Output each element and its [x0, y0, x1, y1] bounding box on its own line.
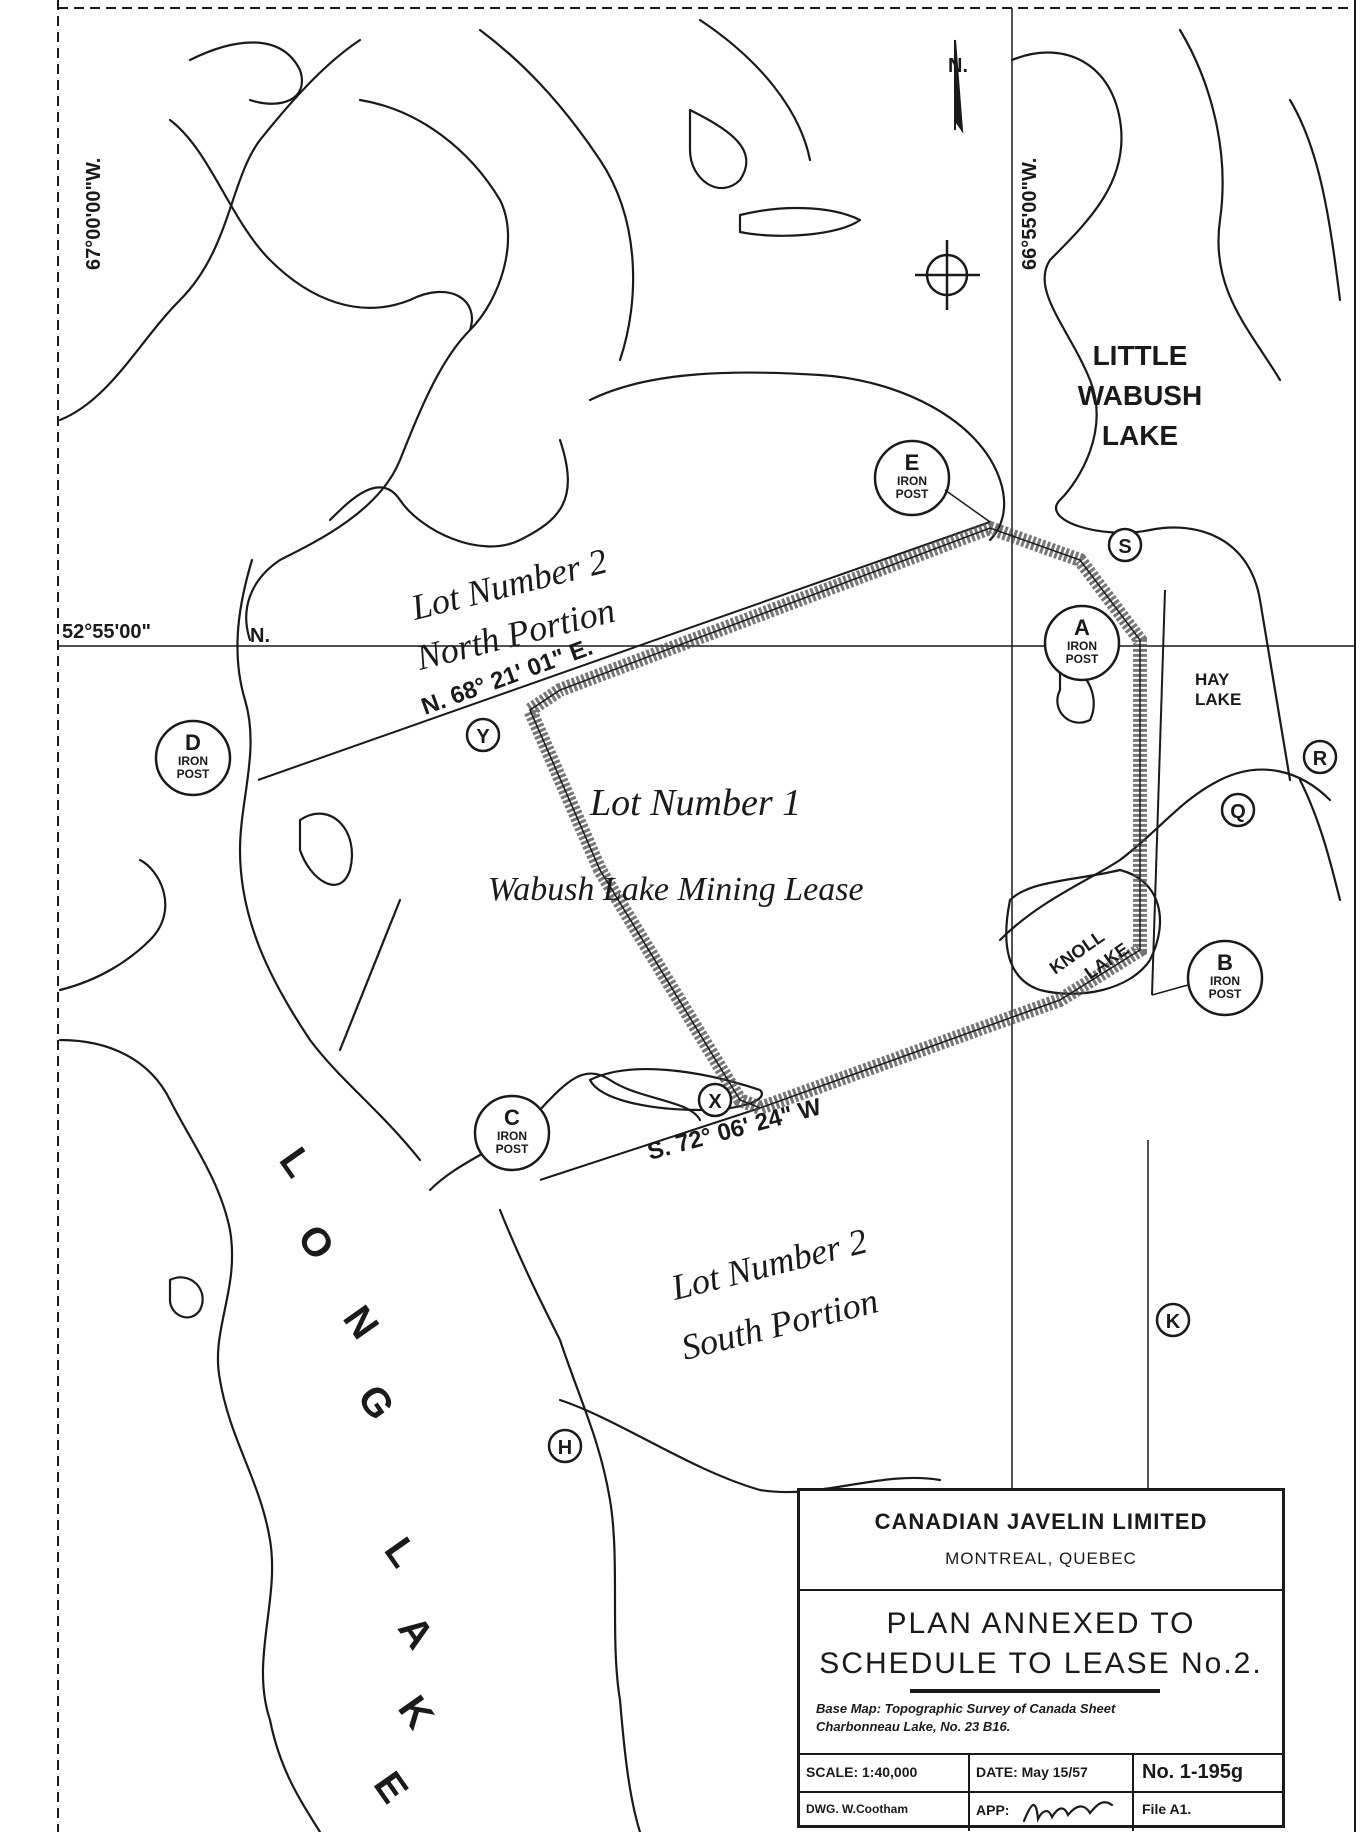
svg-text:WABUSH: WABUSH [1078, 380, 1202, 411]
svg-text:E: E [905, 450, 920, 475]
title-divider [800, 1589, 1282, 1591]
iron-post-B: B IRON POST [1151, 939, 1264, 1017]
svg-text:IRON: IRON [178, 754, 208, 768]
approval-signature [1022, 1801, 1114, 1823]
svg-text:O: O [289, 1217, 343, 1268]
company-name: CANADIAN JAVELIN LIMITED [874, 1509, 1208, 1534]
svg-text:IRON: IRON [897, 474, 927, 488]
svg-text:HAY: HAY [1195, 670, 1230, 689]
svg-text:H: H [558, 1437, 572, 1459]
svg-text:L: L [376, 1530, 426, 1575]
knoll-lake-label: KNOLL LAKE [1046, 926, 1133, 983]
line-D-E [257, 521, 991, 781]
lot-1-boundary [521, 520, 1147, 1116]
drawing-number-cell: No. 1-195g [1142, 1761, 1244, 1783]
point-K: K [1155, 1302, 1191, 1338]
svg-text:N: N [334, 1298, 387, 1347]
point-Q: Q [1220, 792, 1256, 828]
north-label: N. [948, 55, 968, 77]
long-lake-label: L O N G L A K E [271, 1140, 442, 1811]
company-city: MONTREAL, QUEBEC [945, 1549, 1137, 1568]
svg-text:POST: POST [896, 487, 929, 501]
svg-text:POST: POST [1209, 987, 1242, 1001]
svg-text:G: G [349, 1377, 403, 1428]
meridian-left-label: 67°00'00"W. [83, 158, 105, 270]
parallel-label: 52°55'00" [62, 621, 151, 643]
lot-2-south-label: Lot Number 2 South Portion [666, 1221, 882, 1368]
title-block: CANADIAN JAVELIN LIMITED MONTREAL, QUEBE… [797, 1488, 1285, 1831]
compass-mark-icon [915, 240, 980, 310]
iron-post-D: D IRON POST [154, 719, 232, 797]
title-underline [910, 1689, 1160, 1693]
cell-separator [968, 1753, 970, 1831]
svg-text:LAKE: LAKE [1195, 690, 1241, 709]
point-H: H [547, 1428, 583, 1464]
svg-text:K: K [1166, 1311, 1181, 1333]
line-A-B [1151, 589, 1166, 996]
svg-text:POST: POST [496, 1142, 529, 1156]
approved-cell: APP: [976, 1802, 1010, 1818]
svg-text:C: C [504, 1105, 520, 1130]
map-frame [57, 0, 1356, 1832]
plan-title-line-1: PLAN ANNEXED TO [886, 1607, 1196, 1640]
svg-text:A: A [1074, 615, 1090, 640]
svg-text:Y: Y [476, 726, 490, 748]
little-wabush-lake-label: LITTLE WABUSH LAKE [1078, 340, 1202, 451]
svg-text:IRON: IRON [1210, 974, 1240, 988]
title-divider [800, 1791, 1282, 1793]
point-R: R [1302, 739, 1338, 775]
scale-cell: SCALE: 1:40,000 [806, 1764, 918, 1780]
point-S: S [1107, 527, 1143, 563]
point-X: X [697, 1082, 733, 1118]
iron-post-C: C IRON POST [473, 1094, 551, 1172]
svg-text:Wabush Lake Mining Lease: Wabush Lake Mining Lease [488, 871, 864, 908]
iron-post-E: E IRON POST [873, 439, 991, 523]
svg-text:R: R [1313, 748, 1328, 770]
parallel-n-label: N. [250, 625, 270, 647]
svg-text:IRON: IRON [1067, 639, 1097, 653]
svg-text:POST: POST [177, 767, 210, 781]
base-map-line-1: Base Map: Topographic Survey of Canada S… [816, 1701, 1116, 1716]
point-Y: Y [465, 717, 501, 753]
svg-text:IRON: IRON [497, 1129, 527, 1143]
svg-text:B: B [1217, 950, 1233, 975]
svg-text:POST: POST [1066, 652, 1099, 666]
north-arrow: N. [948, 39, 968, 134]
shorelines [58, 18, 1342, 1832]
svg-text:LAKE: LAKE [1102, 420, 1178, 451]
svg-text:Lot Number 1: Lot Number 1 [589, 782, 801, 824]
lease-boundaries [257, 521, 1166, 1181]
hay-lake-label: HAY LAKE [1195, 670, 1241, 709]
svg-text:K: K [389, 1688, 442, 1737]
meridian-right-label: 66°55'00"W. [1019, 158, 1041, 270]
svg-text:D: D [185, 730, 201, 755]
svg-text:LITTLE: LITTLE [1093, 340, 1188, 371]
svg-text:Q: Q [1230, 801, 1246, 823]
line-C-X [539, 1107, 761, 1181]
drawn-by-cell: DWG. W.Cootham [806, 1802, 908, 1816]
base-map-line-2: Charbonneau Lake, No. 23 B16. [816, 1719, 1011, 1734]
iron-post-A: A IRON POST [1043, 604, 1121, 682]
plan-title-line-2: SCHEDULE TO LEASE No.2. [819, 1647, 1263, 1680]
cell-separator [1132, 1753, 1134, 1831]
title-divider [800, 1753, 1282, 1755]
file-cell: File A1. [1142, 1801, 1192, 1817]
svg-text:E: E [365, 1764, 416, 1811]
date-cell: DATE: May 15/57 [976, 1764, 1088, 1780]
svg-text:A: A [389, 1608, 442, 1657]
svg-text:S: S [1118, 536, 1131, 558]
svg-text:X: X [708, 1091, 722, 1113]
svg-text:L: L [271, 1140, 321, 1185]
lot-1-label: Lot Number 1 Wabush Lake Mining Lease [488, 782, 864, 908]
